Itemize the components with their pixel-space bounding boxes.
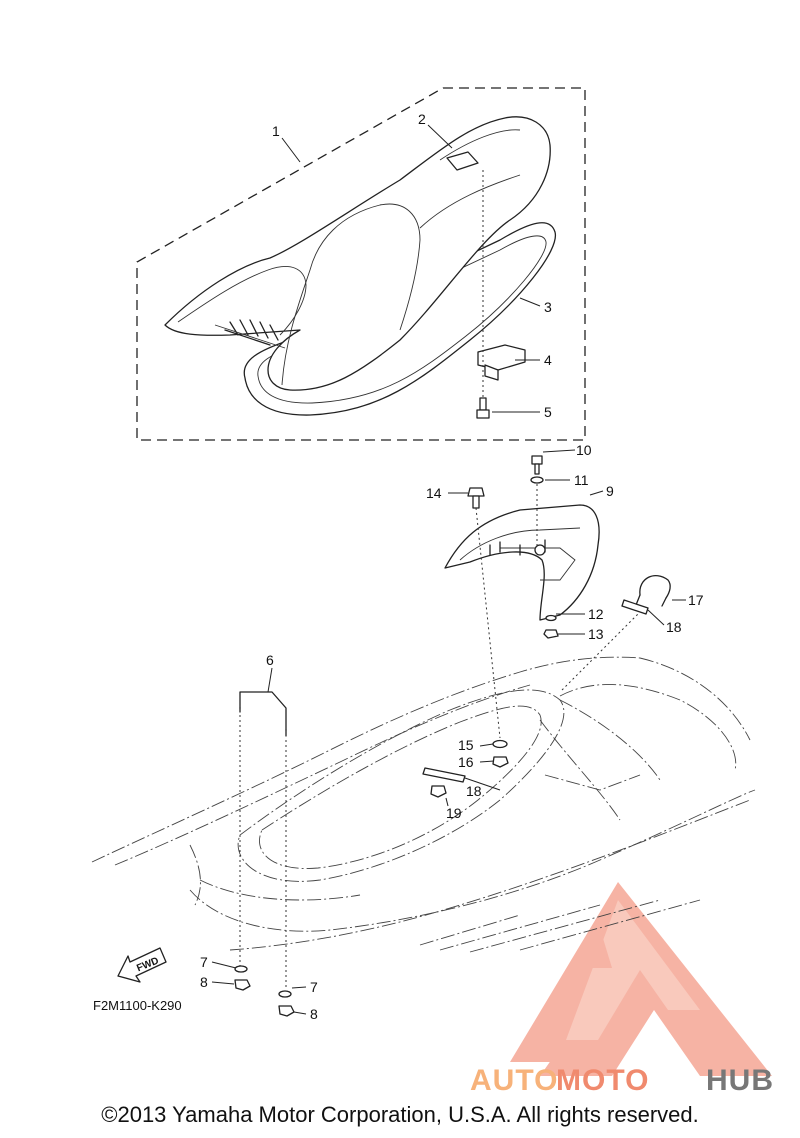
callout-5: 5 — [544, 404, 552, 420]
grommet-15 — [492, 739, 508, 749]
callout-8-right: 8 — [310, 1006, 318, 1022]
grab-handle-6 — [239, 691, 287, 737]
leader-lines — [211, 124, 686, 1015]
callout-18-upper: 18 — [666, 619, 682, 635]
seat-bracket — [444, 504, 600, 621]
watermark-logo-icon — [510, 882, 772, 1076]
svg-text:HUB: HUB — [706, 1064, 774, 1097]
callout-7-right: 7 — [310, 979, 318, 995]
callout-6: 6 — [266, 652, 274, 668]
callout-12: 12 — [588, 606, 604, 622]
callout-13: 13 — [588, 626, 604, 642]
washer-12 — [545, 614, 557, 622]
callout-3: 3 — [544, 299, 552, 315]
svg-text:MOTO: MOTO — [556, 1064, 649, 1097]
washer-11 — [530, 476, 544, 484]
callout-9: 9 — [606, 483, 614, 499]
callout-18-lower: 18 — [466, 783, 482, 799]
nut-13 — [543, 629, 559, 639]
callout-16: 16 — [458, 754, 474, 770]
callout-8-left: 8 — [200, 974, 208, 990]
diagram-code: F2M1100-K290 — [93, 998, 182, 1013]
callout-7-left: 7 — [200, 954, 208, 970]
callout-15: 15 — [458, 737, 474, 753]
washer-7b — [278, 990, 292, 998]
callout-17: 17 — [688, 592, 704, 608]
bolt-10 — [531, 455, 543, 475]
callout-10: 10 — [576, 442, 592, 458]
fwd-arrow-icon: FWD — [117, 947, 167, 983]
bolt-14 — [467, 487, 485, 509]
callout-11: 11 — [574, 472, 589, 488]
bolt-5 — [476, 397, 490, 419]
watermark-text: AUTO MOTO HUB — [470, 1064, 774, 1097]
callout-19: 19 — [446, 805, 462, 821]
copyright-notice: ©2013 Yamaha Motor Corporation, U.S.A. A… — [101, 1102, 699, 1127]
callout-2: 2 — [418, 111, 426, 127]
svg-text:AUTO: AUTO — [470, 1064, 558, 1097]
plate-18 — [621, 599, 649, 615]
nut-8b — [278, 1005, 295, 1017]
nut-19 — [430, 785, 447, 798]
callout-14: 14 — [426, 485, 442, 501]
damper-part — [477, 344, 526, 381]
seat-kit-boundary — [136, 87, 586, 441]
callout-1: 1 — [272, 123, 280, 139]
callout-4: 4 — [544, 352, 552, 368]
seat-cushion — [164, 116, 551, 391]
plate-18-lower — [422, 767, 466, 783]
nut-8a — [234, 979, 251, 991]
hull-deck — [91, 656, 756, 953]
u-bolt-17 — [635, 575, 671, 607]
seat-label-decal — [446, 151, 479, 171]
nut-16 — [492, 756, 509, 768]
washer-7a — [234, 965, 248, 973]
